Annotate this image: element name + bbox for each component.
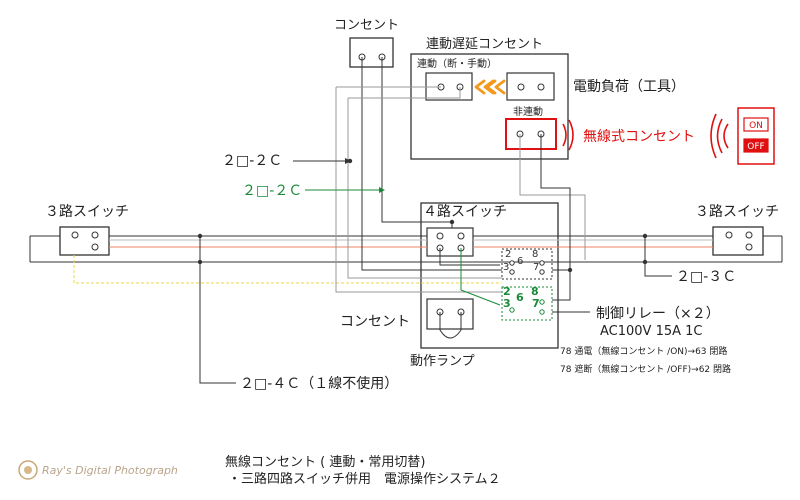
junction-dots <box>197 158 648 273</box>
relay-pin-label: 3 <box>503 297 511 310</box>
outlet-top-label: コンセント <box>334 18 399 33</box>
unlinked-socket-box <box>505 118 557 150</box>
switch3-left-box <box>59 226 110 256</box>
relay-pin-label: 2 <box>503 285 511 298</box>
relay-title: 制御リレー（×２） <box>596 306 720 322</box>
relay-note-off: 78 遮断（無線コンセント /OFF)→62 閉路 <box>560 363 731 375</box>
remote-on-label: ON <box>749 121 763 131</box>
remote-control-icon <box>737 107 775 165</box>
switch3-right-label: ３路スイッチ <box>695 204 779 220</box>
wireless-wave-icon <box>723 123 729 149</box>
switch-terminal <box>745 243 753 251</box>
indicator-lamp-icon <box>439 312 462 339</box>
wireless-wave-icon <box>710 113 717 159</box>
wireless-wave-icon <box>568 119 574 151</box>
wireless-wave-icon <box>562 123 567 147</box>
motor-load-label: 電動負荷（工具） <box>573 79 685 95</box>
relay-pin-label: 8 <box>531 285 539 298</box>
relay2-pins: 2 8 6 3 7 <box>503 285 545 315</box>
watermark: Ray's Digital Photograph <box>18 460 178 480</box>
switch-terminal <box>725 231 733 239</box>
unlinked-label: 非連動 <box>513 105 543 118</box>
outlet-top-box <box>349 37 394 68</box>
relay-pin-label: 3 <box>503 262 509 273</box>
caption-line1: 無線コンセント ( 連動・常用切替) <box>225 454 425 470</box>
relay-pin-label: 2 <box>505 249 511 260</box>
watermark-text: Ray's Digital Photograph <box>42 464 178 477</box>
relay-note-on: 78 通電（無線コンセント /ON)→63 閉路 <box>560 345 727 357</box>
caption-line2: ・三路四路スイッチ併用 電源操作システム２ <box>228 471 501 487</box>
cable-2c-label: ２□-２Ｃ <box>222 153 282 169</box>
linked-mode-label: 連動（断・手動） <box>417 57 497 70</box>
indicator-lamp-label: 動作ランプ <box>410 354 475 369</box>
motor-socket-box <box>506 72 555 101</box>
remote-off-label: OFF <box>747 142 764 152</box>
double-arrow-icon <box>485 79 506 95</box>
cable-3c-label: ２□-３Ｃ <box>676 269 736 285</box>
remote-off-button <box>743 138 769 153</box>
switch-terminal <box>436 232 444 240</box>
relay-pin-label: 7 <box>533 262 539 273</box>
switch-terminal <box>91 243 99 251</box>
remote-on-button <box>743 117 769 132</box>
switch4-box <box>426 227 474 257</box>
cable-2c-green-label: ２□-２Ｃ <box>242 183 302 199</box>
outlet-bottom-box <box>426 298 474 330</box>
switch3-right-box <box>712 226 764 256</box>
linked-outlet-label: 連動遅延コンセント <box>426 37 543 52</box>
relay-pin-label: 8 <box>532 249 538 260</box>
switch-terminal <box>457 232 465 240</box>
wiring <box>29 57 783 384</box>
switch-terminal <box>745 231 753 239</box>
outlet-bottom-label: コンセント <box>340 314 410 330</box>
switch3-left-label: ３路スイッチ <box>45 204 129 220</box>
relay-pin-label: 7 <box>532 297 540 310</box>
relay-pin-label: 6 <box>516 291 524 304</box>
wireless-wave-icon <box>716 118 723 154</box>
cable-4c-label: ２□-４Ｃ（１線不使用） <box>240 375 398 392</box>
switch4-label: ４路スイッチ <box>423 204 507 220</box>
relay-spec: AC100V 15A 1C <box>600 324 703 339</box>
motor-socket-terminal <box>517 83 525 91</box>
sun-logo-icon <box>24 466 32 474</box>
double-arrow-icon <box>474 79 495 95</box>
relay1-pins: 2 8 6 3 7 <box>503 249 545 275</box>
switch-terminal <box>71 231 79 239</box>
wireless-outlet-label: 無線式コンセント <box>583 129 695 145</box>
sun-logo-icon <box>18 460 38 480</box>
relay-pin-label: 6 <box>517 256 523 267</box>
switch-terminal <box>91 231 99 239</box>
motor-socket-terminal <box>537 83 545 91</box>
